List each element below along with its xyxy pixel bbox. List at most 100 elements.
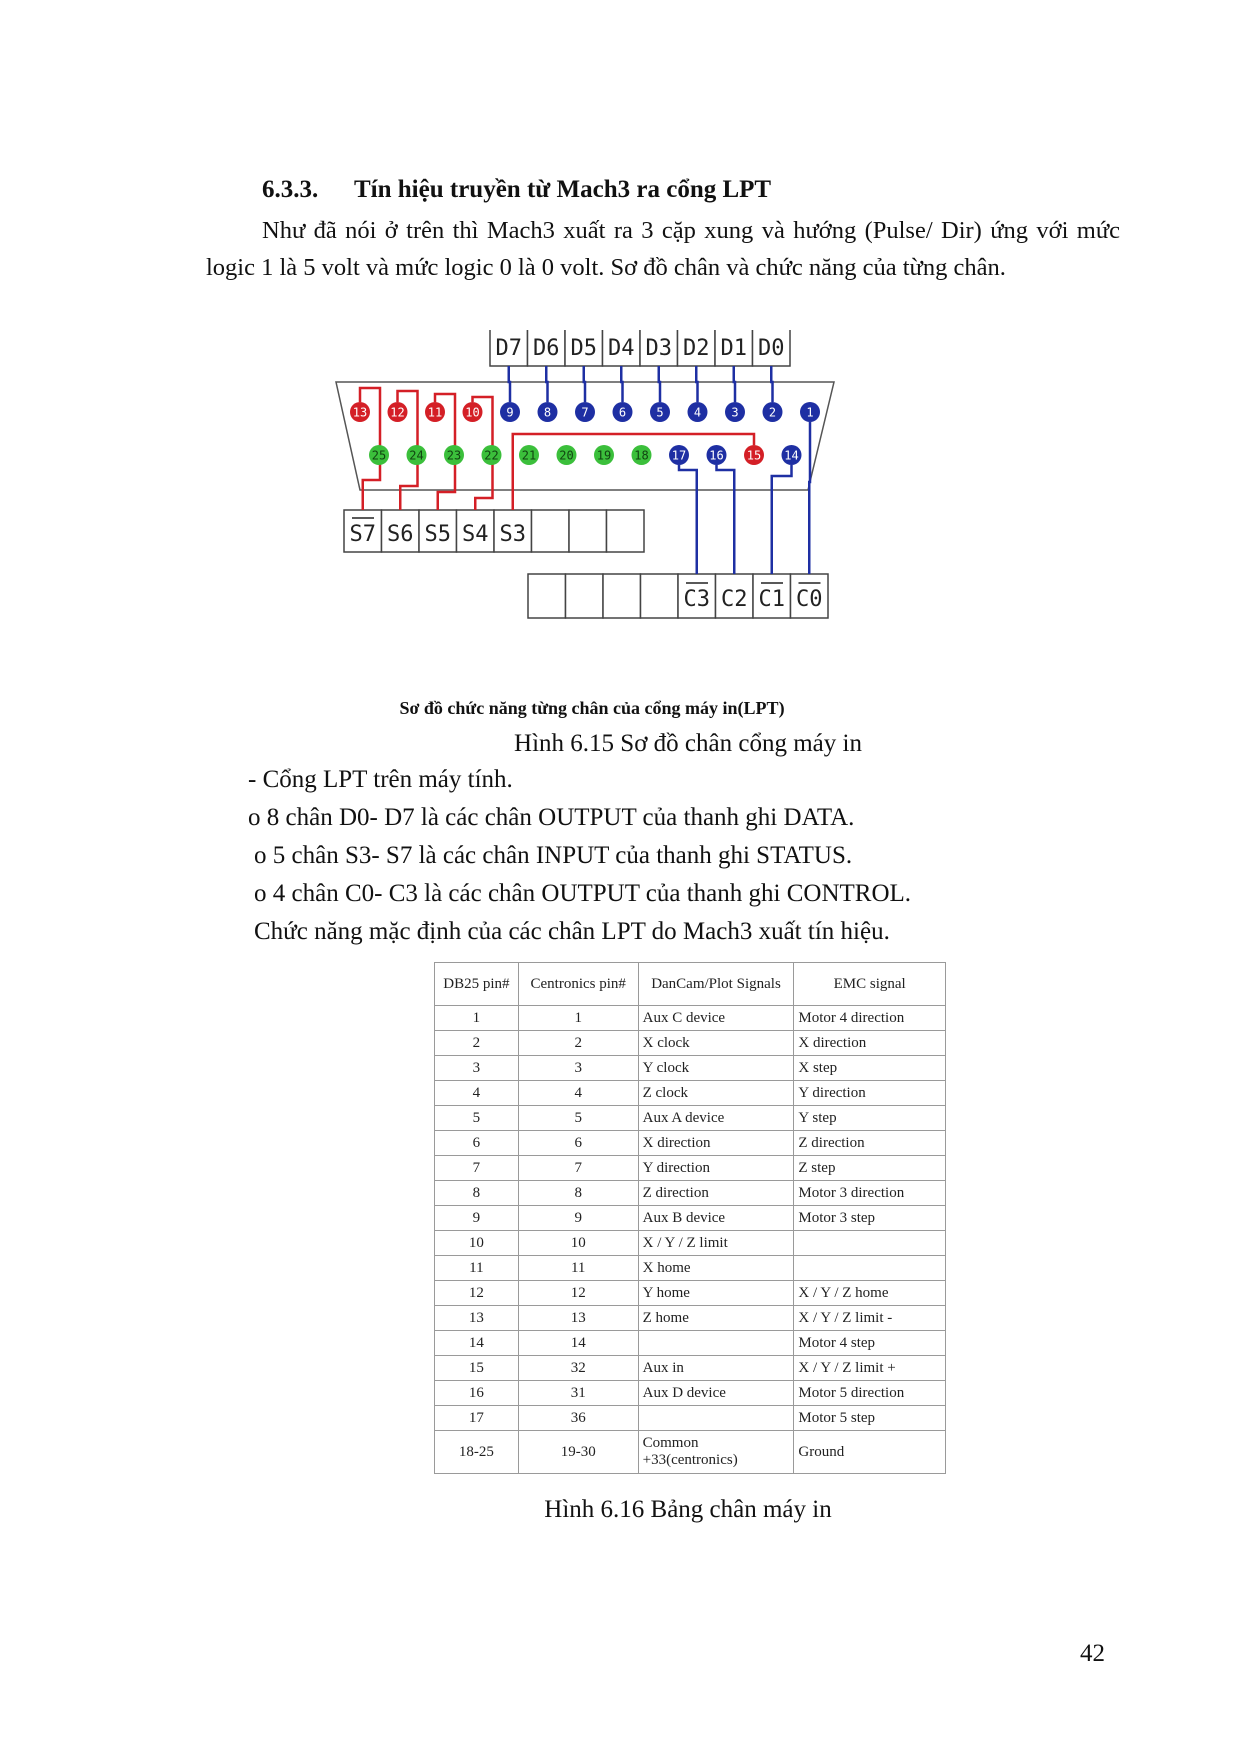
data-wire <box>732 366 737 402</box>
intro-text: Như đã nói ở trên thì Mach3 xuất ra 3 cặ… <box>206 217 1120 281</box>
table-cell: X clock <box>637 1030 795 1056</box>
table-cell: 14 <box>434 1330 519 1356</box>
table-cell: 3 <box>517 1055 639 1081</box>
table-cell: 31 <box>517 1380 639 1406</box>
table-cell: 12 <box>434 1280 519 1306</box>
table-cell: 4 <box>434 1080 519 1106</box>
pin-10 <box>462 402 483 422</box>
header-dancam: DanCam/Plot Signals <box>637 962 795 1006</box>
pin-19 <box>594 445 614 465</box>
table-cell: 3 <box>434 1055 519 1081</box>
table-cell: 11 <box>517 1255 639 1281</box>
pin-label: 19 <box>597 449 611 463</box>
table-cell: Motor 4 direction <box>793 1005 946 1031</box>
pin-12 <box>387 402 408 422</box>
table-cell: 1 <box>517 1005 639 1031</box>
pin-25 <box>369 445 389 465</box>
pin-label: 2 <box>769 406 776 420</box>
pin-label: 11 <box>428 406 442 420</box>
pin-7 <box>575 402 595 422</box>
table-cell: Motor 4 step <box>793 1330 946 1356</box>
table-cell: Aux A device <box>637 1105 795 1131</box>
table-cell: 12 <box>517 1280 639 1306</box>
section-number: 6.3.3. <box>262 176 319 203</box>
table-cell: Aux B device <box>637 1205 795 1231</box>
control-register-box <box>714 573 754 619</box>
data-register-label: D4 <box>608 336 635 361</box>
status-register-label: S6 <box>387 522 414 547</box>
data-register-label: D5 <box>571 336 598 361</box>
lpt-line-4: o 4 chân C0- C3 là các chân OUTPUT của t… <box>254 880 912 907</box>
data-wire <box>620 366 624 402</box>
pin-20 <box>556 445 577 465</box>
table-cell: X / Y / Z limit - <box>793 1305 946 1331</box>
pin-label: 4 <box>694 406 701 420</box>
status-register-label: S5 <box>425 522 452 547</box>
diagram-caption: Sơ đồ chức năng từng chân của cổng máy i… <box>399 698 785 718</box>
data-register-box <box>601 330 641 367</box>
header-centronics: Centronics pin# <box>517 962 639 1006</box>
data-register-box <box>714 330 754 367</box>
table-cell: 7 <box>434 1155 519 1181</box>
section-heading: 6.3.3.Tín hiệu truyền từ Mach3 ra cổng L… <box>262 176 771 204</box>
pin-label: 3 <box>731 406 738 420</box>
data-wire <box>657 366 662 402</box>
control-wire <box>715 465 736 574</box>
pin-15 <box>744 445 764 465</box>
data-register-box <box>489 330 529 367</box>
pin-18 <box>631 445 652 465</box>
data-wire <box>582 366 587 402</box>
status-register-box <box>605 509 645 553</box>
table-cell: 13 <box>517 1305 639 1331</box>
status-register-box <box>343 509 383 553</box>
header-emc: EMC signal <box>793 962 946 1006</box>
table-cell: 7 <box>517 1155 639 1181</box>
lpt-line-1: - Cổng LPT trên máy tính. <box>248 766 513 793</box>
pin-16 <box>706 445 727 465</box>
pin-4 <box>687 402 708 422</box>
table-cell: 9 <box>517 1205 639 1231</box>
status-register-box <box>418 509 458 553</box>
table-cell: 17 <box>434 1405 519 1431</box>
pin-22 <box>481 445 502 465</box>
page-number: 42 <box>1080 1640 1105 1667</box>
table-cell: X direction <box>637 1130 795 1156</box>
control-register-box <box>527 573 567 619</box>
table-cell: 8 <box>517 1180 639 1206</box>
table-cell: Z clock <box>637 1080 795 1106</box>
table-cell: X / Y / Z limit + <box>793 1355 946 1381</box>
status-register-label: S7 <box>350 522 377 547</box>
table-cell: Common +33(centronics) <box>637 1430 795 1474</box>
pin-label: 23 <box>447 449 461 463</box>
pin-label: 1 <box>806 406 813 420</box>
table-cell: 14 <box>517 1330 639 1356</box>
pin-label: 24 <box>409 449 423 463</box>
pin-label: 8 <box>544 406 551 420</box>
status-wire <box>511 432 756 510</box>
table-cell: 18-25 <box>434 1430 519 1474</box>
pin-label: 16 <box>709 449 723 463</box>
pin-label: 22 <box>484 449 498 463</box>
table-cell: 2 <box>517 1030 639 1056</box>
control-register-label: C1 <box>759 587 786 612</box>
data-register-label: D6 <box>533 336 560 361</box>
figure-6-16-caption: Hình 6.16 Bảng chân máy in <box>544 1496 832 1523</box>
control-register-box <box>639 573 679 619</box>
table-cell: Y step <box>793 1105 946 1131</box>
data-register-label: D3 <box>646 336 673 361</box>
pin-14 <box>781 445 802 465</box>
table-header-row: DB25 pin# Centronics pin# DanCam/Plot Si… <box>434 962 946 1006</box>
pin-5 <box>650 402 670 422</box>
table-cell: 1 <box>434 1005 519 1031</box>
lpt-line-5: Chức năng mặc định của các chân LPT do M… <box>254 918 890 945</box>
control-register-box <box>789 573 829 619</box>
